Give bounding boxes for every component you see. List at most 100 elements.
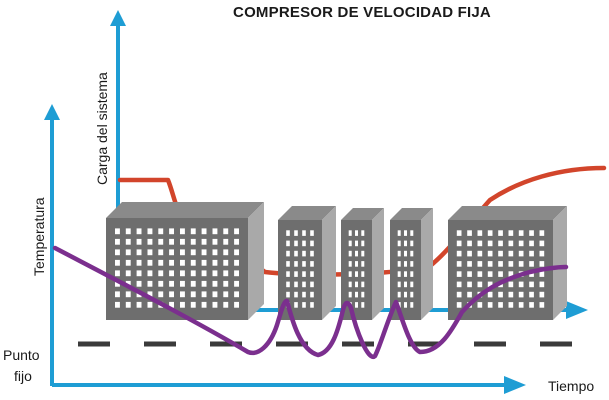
temperature-axis-label: Temperatura — [31, 197, 47, 276]
building-window — [136, 228, 142, 235]
building-window — [539, 250, 545, 257]
temperature-axis-arrow-icon — [44, 104, 60, 120]
building-window — [487, 261, 493, 267]
building-window — [404, 291, 407, 298]
building-window — [294, 240, 298, 247]
building-window — [508, 291, 514, 298]
building-window — [158, 238, 164, 245]
building-window — [223, 259, 229, 266]
building-window — [180, 291, 185, 298]
building-window — [518, 250, 524, 257]
building-window — [125, 280, 131, 287]
building-window — [147, 301, 153, 308]
building-window — [212, 270, 218, 277]
building-window — [539, 240, 545, 247]
building-window — [456, 240, 462, 247]
building-window — [397, 250, 401, 257]
building-window — [190, 228, 196, 235]
building-window — [158, 259, 164, 266]
building-window — [294, 302, 298, 308]
building-window — [147, 280, 153, 287]
building-window — [397, 291, 401, 298]
building-window — [147, 291, 153, 298]
building-window — [286, 240, 290, 247]
building-window — [234, 301, 239, 308]
load-time-axis-arrow-icon — [566, 301, 588, 319]
building-window — [223, 291, 229, 298]
building-window — [397, 271, 401, 277]
building-side — [322, 206, 336, 320]
building-window — [529, 261, 534, 267]
building-window — [518, 281, 524, 288]
building-top — [278, 206, 336, 220]
building-window — [498, 240, 503, 247]
building-window — [467, 230, 472, 236]
building-window — [147, 228, 153, 235]
building-window — [456, 261, 462, 267]
building-window — [302, 250, 306, 257]
building-window — [212, 291, 218, 298]
building-window — [487, 291, 493, 298]
building-window — [294, 271, 298, 277]
building-window — [518, 291, 524, 298]
building-window — [147, 249, 153, 256]
building-window — [201, 280, 207, 287]
building-window — [477, 250, 483, 257]
building-window — [294, 230, 298, 236]
building-window — [498, 261, 503, 267]
building-window — [410, 230, 414, 236]
building-window — [169, 259, 174, 266]
building-window — [498, 271, 503, 277]
building-window — [286, 271, 290, 277]
temperature-curve — [52, 245, 569, 359]
building-window — [498, 291, 503, 298]
building-window — [294, 281, 298, 288]
building-window — [410, 240, 414, 247]
building-window — [302, 240, 306, 247]
building-window — [397, 281, 401, 288]
building-window — [355, 240, 358, 247]
building-window — [190, 280, 196, 287]
building-window — [180, 280, 185, 287]
building-window — [212, 228, 218, 235]
building-window — [136, 270, 142, 277]
building-window — [310, 291, 314, 298]
building-window — [180, 270, 185, 277]
building-window — [487, 281, 493, 288]
building-icon — [390, 208, 433, 320]
building-window — [539, 302, 545, 308]
building-side — [421, 208, 433, 320]
diagram-title: COMPRESOR DE VELOCIDAD FIJA — [233, 4, 491, 21]
building-window — [348, 250, 352, 257]
building-window — [456, 271, 462, 277]
building-window — [355, 250, 358, 257]
building-window — [158, 270, 164, 277]
building-window — [508, 302, 514, 308]
building-window — [234, 280, 239, 287]
building-window — [456, 281, 462, 288]
building-window — [169, 280, 174, 287]
building-window — [477, 230, 483, 236]
building-window — [355, 271, 358, 277]
building-window — [286, 261, 290, 267]
building-window — [136, 301, 142, 308]
building-window — [410, 271, 414, 277]
building-window — [355, 281, 358, 288]
building-window — [477, 261, 483, 267]
building-window — [498, 250, 503, 257]
building-window — [201, 249, 207, 256]
building-icon — [448, 206, 567, 320]
building-window — [234, 291, 239, 298]
building-window — [190, 238, 196, 245]
building-window — [310, 302, 314, 308]
building-window — [180, 259, 185, 266]
building-window — [115, 259, 120, 266]
building-window — [136, 238, 142, 245]
building-window — [201, 270, 207, 277]
building-window — [355, 261, 358, 267]
building-window — [294, 291, 298, 298]
building-window — [410, 281, 414, 288]
building-window — [518, 261, 524, 267]
building-window — [477, 271, 483, 277]
building-window — [361, 240, 365, 247]
